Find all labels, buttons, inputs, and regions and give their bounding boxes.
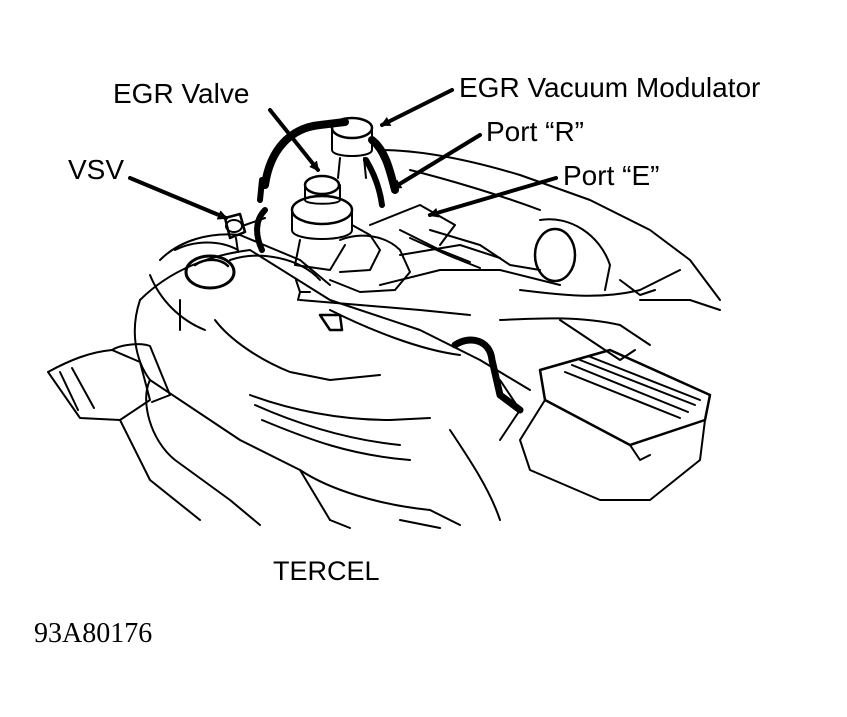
- label-port-e: Port “E”: [563, 160, 660, 191]
- arrow-egr-vacuum-modulator: [380, 88, 454, 127]
- egr-vacuum-modulator-body: [330, 116, 374, 179]
- figure-id: 93A80176: [34, 618, 153, 649]
- label-port-r: Port “R”: [486, 116, 584, 147]
- vacuum-lines: [299, 229, 481, 356]
- cap-detail: [295, 279, 344, 332]
- arrow-port-e: [428, 176, 558, 218]
- engine-block: [133, 249, 531, 529]
- air-intake-duct: [47, 343, 201, 521]
- label-egr-valve: EGR Valve: [113, 78, 250, 109]
- vsv-body: [223, 212, 266, 253]
- label-egr-vacuum-modulator: EGR Vacuum Modulator: [459, 72, 761, 103]
- model-caption: TERCEL: [273, 556, 380, 586]
- upper-intake: [379, 149, 721, 361]
- label-vsv: VSV: [68, 154, 125, 185]
- arrow-egr-valve: [268, 108, 320, 172]
- throttle-body: [329, 204, 561, 293]
- arrow-port-r: [391, 133, 482, 190]
- leader-arrows: [128, 88, 558, 220]
- air-cleaner: [449, 348, 712, 521]
- vacuum-hoses: [254, 118, 524, 414]
- arrow-vsv: [128, 176, 228, 220]
- egr-valve-body: [290, 174, 381, 273]
